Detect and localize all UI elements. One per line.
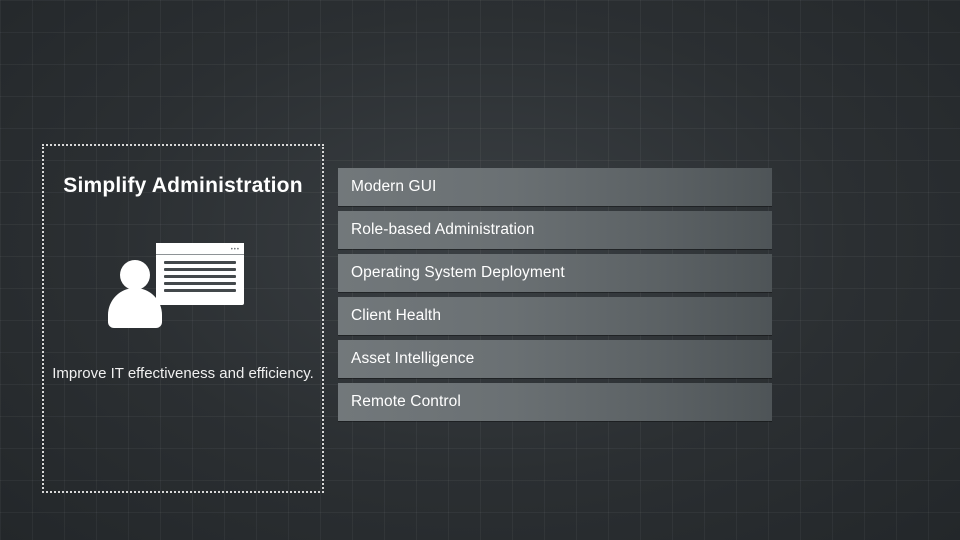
feature-bar[interactable]: Modern GUI [338, 168, 772, 206]
feature-bar-label: Client Health [351, 307, 442, 324]
window-titlebar-icon: ••• [156, 243, 244, 255]
feature-bar[interactable]: Remote Control [338, 383, 772, 421]
feature-bar-label: Operating System Deployment [351, 264, 565, 281]
user-window-icon: ••• [106, 238, 266, 328]
window-icon: ••• [156, 243, 244, 305]
person-body-icon [108, 288, 162, 328]
page-title: Simplify Administration [63, 174, 303, 197]
feature-bar-list: Modern GUI Role-based Administration Ope… [338, 168, 772, 426]
feature-bar[interactable]: Operating System Deployment [338, 254, 772, 292]
feature-bar[interactable]: Client Health [338, 297, 772, 335]
person-head-icon [120, 260, 150, 290]
feature-bar-label: Modern GUI [351, 178, 437, 195]
window-dots-icon: ••• [230, 247, 240, 253]
feature-bar-label: Role-based Administration [351, 221, 535, 238]
feature-bar[interactable]: Asset Intelligence [338, 340, 772, 378]
feature-bar-label: Asset Intelligence [351, 350, 475, 367]
left-panel-outline [42, 144, 324, 493]
feature-bar[interactable]: Role-based Administration [338, 211, 772, 249]
page-subtitle: Improve IT effectiveness and efficiency. [52, 365, 314, 382]
feature-bar-label: Remote Control [351, 393, 461, 410]
window-content-lines-icon [164, 261, 236, 296]
